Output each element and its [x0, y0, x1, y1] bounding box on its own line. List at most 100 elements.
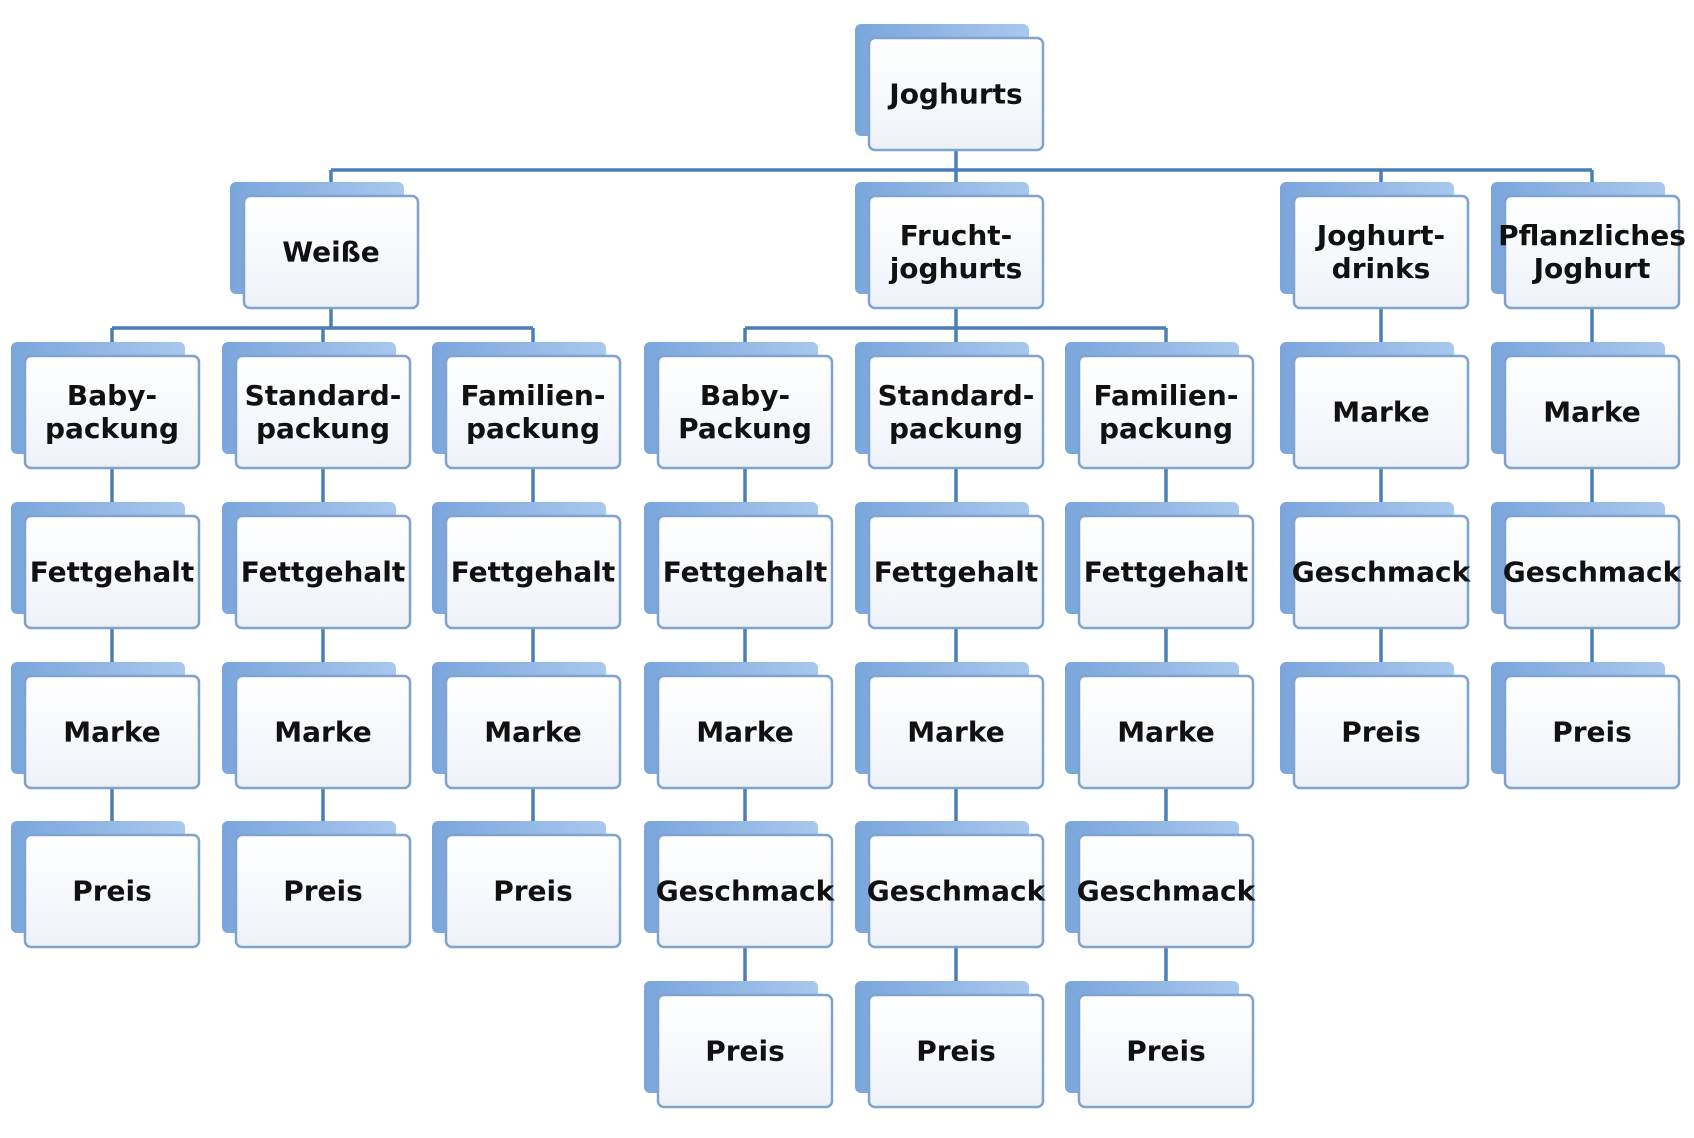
- node-box: [1292, 674, 1470, 790]
- package-node-0-2: Familien-packung: [432, 342, 622, 470]
- attribute-0-2-node-marke: Marke: [432, 662, 622, 790]
- attribute-0-0-node-preis: Preis: [11, 821, 201, 949]
- node-box: [1077, 833, 1255, 949]
- node-label: drinks: [1332, 252, 1431, 285]
- node-box: [234, 354, 412, 470]
- node-box: [234, 674, 412, 790]
- node-box: [867, 36, 1045, 152]
- node-label: Geschmack: [656, 875, 836, 908]
- node-label: Preis: [1552, 716, 1632, 749]
- attribute-1-1-node-marke: Marke: [855, 662, 1045, 790]
- package-node-0-0: Baby-packung: [11, 342, 201, 470]
- node-label: Geschmack: [867, 875, 1047, 908]
- attribute-1-2-node-geschmack: Geschmack: [1065, 821, 1257, 949]
- node-label: Joghurt-: [1315, 219, 1445, 252]
- node-label: Marke: [274, 716, 371, 749]
- node-label: packung: [45, 412, 179, 445]
- attribute-1-1-node-preis: Preis: [855, 981, 1045, 1109]
- node-label: Geschmack: [1292, 556, 1472, 589]
- node-box: [867, 354, 1045, 470]
- attribute-0-0-node-marke: Marke: [11, 662, 201, 790]
- attribute-1-2-node-preis: Preis: [1065, 981, 1255, 1109]
- node-label: Joghurt: [1532, 252, 1651, 285]
- node-box: [1503, 674, 1681, 790]
- category-node-2: Joghurt-drinks: [1280, 182, 1470, 310]
- node-label: Pflanzliches: [1498, 219, 1686, 252]
- node-label: packung: [466, 412, 600, 445]
- attribute-2-node-preis: Preis: [1280, 662, 1470, 790]
- package-node-0-1: Standard-packung: [222, 342, 412, 470]
- node-label: packung: [889, 412, 1023, 445]
- node-label: Fettgehalt: [241, 556, 406, 589]
- node-label: Baby-: [67, 379, 157, 412]
- node-box: [1292, 354, 1470, 470]
- node-box: [1292, 194, 1470, 310]
- node-box: [23, 833, 201, 949]
- node-label: Preis: [283, 875, 363, 908]
- node-label: Fettgehalt: [1084, 556, 1249, 589]
- attribute-0-1-node-fettgehalt: Fettgehalt: [222, 502, 412, 630]
- attribute-3-node-geschmack: Geschmack: [1491, 502, 1683, 630]
- package-node-1-2: Familien-packung: [1065, 342, 1255, 470]
- node-label: Familien-: [461, 379, 606, 412]
- node-label: Marke: [63, 716, 160, 749]
- node-box: [656, 674, 834, 790]
- attribute-0-1-node-marke: Marke: [222, 662, 412, 790]
- node-box: [234, 514, 412, 630]
- node-box: [1077, 514, 1255, 630]
- node-label: packung: [256, 412, 390, 445]
- node-box: [867, 194, 1045, 310]
- node-box: [444, 833, 622, 949]
- node-label: Preis: [705, 1035, 785, 1068]
- node-label: Weiße: [282, 236, 380, 269]
- node-box: [444, 354, 622, 470]
- node-label: Standard-: [245, 379, 402, 412]
- attribute-1-1-node-geschmack: Geschmack: [855, 821, 1047, 949]
- attribute-2-node-marke: Marke: [1280, 342, 1470, 470]
- node-box: [1503, 194, 1681, 310]
- attribute-2-node-geschmack: Geschmack: [1280, 502, 1472, 630]
- node-label: Preis: [72, 875, 152, 908]
- node-box: [1503, 354, 1681, 470]
- node-label: Preis: [493, 875, 573, 908]
- attribute-3-node-preis: Preis: [1491, 662, 1681, 790]
- node-label: Fettgehalt: [874, 556, 1039, 589]
- node-label: Packung: [678, 412, 812, 445]
- node-box: [867, 993, 1045, 1109]
- node-label: Marke: [696, 716, 793, 749]
- node-label: Marke: [907, 716, 1004, 749]
- node-box: [656, 993, 834, 1109]
- node-label: Standard-: [878, 379, 1035, 412]
- node-box: [242, 194, 420, 310]
- attribute-3-node-marke: Marke: [1491, 342, 1681, 470]
- category-node-0: Weiße: [230, 182, 420, 310]
- attribute-0-1-node-preis: Preis: [222, 821, 412, 949]
- diagram-nodes: JoghurtsWeißeBaby-packungFettgehaltMarke…: [11, 24, 1686, 1109]
- node-label: Joghurts: [887, 78, 1022, 111]
- package-node-1-1: Standard-packung: [855, 342, 1045, 470]
- attribute-0-0-node-fettgehalt: Fettgehalt: [11, 502, 201, 630]
- node-box: [656, 514, 834, 630]
- node-label: Geschmack: [1503, 556, 1683, 589]
- category-node-1: Frucht-joghurts: [855, 182, 1045, 310]
- node-box: [1077, 993, 1255, 1109]
- node-box: [656, 354, 834, 470]
- node-box: [867, 833, 1045, 949]
- node-box: [444, 514, 622, 630]
- node-box: [1077, 354, 1255, 470]
- attribute-1-0-node-marke: Marke: [644, 662, 834, 790]
- node-label: Fettgehalt: [663, 556, 828, 589]
- attribute-0-2-node-fettgehalt: Fettgehalt: [432, 502, 622, 630]
- node-box: [656, 833, 834, 949]
- node-label: Fettgehalt: [30, 556, 195, 589]
- node-box: [23, 354, 201, 470]
- node-box: [867, 514, 1045, 630]
- node-label: Marke: [1543, 396, 1640, 429]
- node-box: [23, 514, 201, 630]
- attribute-1-2-node-fettgehalt: Fettgehalt: [1065, 502, 1255, 630]
- node-box: [444, 674, 622, 790]
- root-node-joghurts: Joghurts: [855, 24, 1045, 152]
- package-node-1-0: Baby-Packung: [644, 342, 834, 470]
